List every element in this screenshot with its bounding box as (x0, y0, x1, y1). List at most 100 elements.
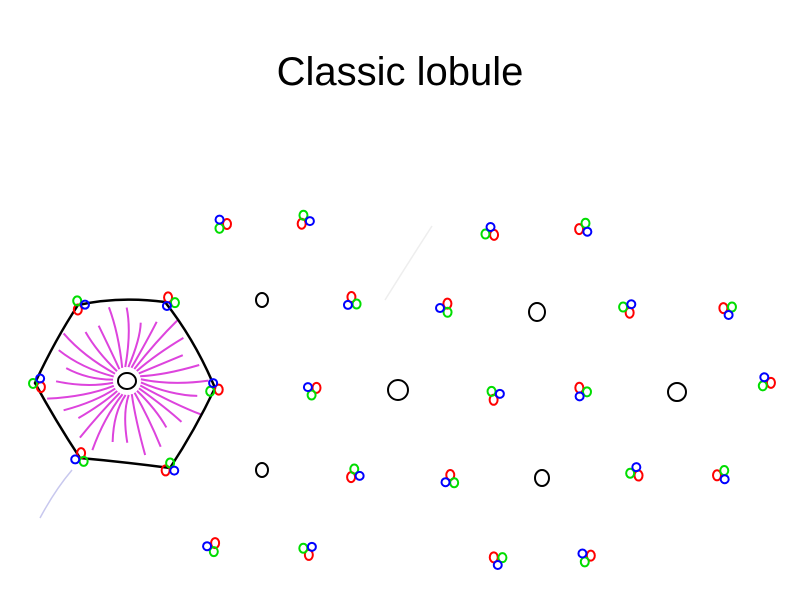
portal-triad (757, 372, 776, 392)
bile-duct (208, 546, 219, 558)
portal-vein (304, 216, 315, 227)
sinusoid-line (58, 349, 114, 378)
artery (712, 469, 723, 482)
bile-duct (349, 463, 360, 475)
bile-duct (580, 217, 591, 229)
portal-vein (723, 309, 734, 320)
bile-duct (618, 301, 629, 313)
bile-duct (298, 209, 309, 221)
sinusoid-line (139, 384, 202, 416)
sinusoid-line (97, 325, 121, 370)
sinusoid-line (65, 367, 114, 381)
portal-triad (296, 209, 315, 230)
bile-duct (497, 552, 508, 564)
portal-vein (208, 378, 219, 389)
slide-title: Classic lobule (276, 50, 524, 94)
sinusoid-line (138, 354, 184, 375)
portal-triad (480, 222, 500, 241)
portal-triad (160, 457, 180, 477)
portal-vein (354, 470, 365, 481)
bile-duct (28, 377, 39, 389)
portal-triad (302, 381, 322, 401)
central-vein (255, 292, 269, 308)
portal-triad (435, 297, 453, 318)
portal-triad (486, 385, 505, 406)
portal-vein (214, 214, 225, 225)
sinusoid-line (133, 319, 179, 370)
sinusoid-line (62, 332, 116, 375)
portal-vein (719, 474, 730, 485)
portal-triad (440, 469, 460, 489)
portal-triad (72, 295, 90, 316)
portal-vein (306, 541, 317, 552)
portal-triad (574, 381, 592, 402)
sinusoid-line (124, 307, 130, 368)
portal-triad (488, 551, 508, 570)
bile-duct (581, 386, 592, 398)
sinusoid-line (91, 393, 124, 451)
bile-duct (480, 228, 491, 240)
faint-guide-line (39, 469, 73, 519)
portal-vein (582, 226, 593, 237)
classic-lobule-outline (33, 298, 217, 470)
bile-duct (72, 295, 83, 307)
sinusoid-line (136, 390, 168, 428)
portal-vein (485, 222, 496, 233)
sinusoid-line (124, 394, 130, 443)
portal-triad (161, 291, 180, 311)
sinusoid-line (127, 322, 142, 368)
bile-duct (757, 380, 768, 392)
portal-triad (718, 301, 737, 320)
bile-duct (298, 542, 309, 554)
central-vein (528, 302, 546, 322)
portal-vein (302, 382, 313, 393)
portal-vein (440, 477, 451, 488)
portal-vein (759, 372, 770, 383)
bile-duct (442, 306, 453, 318)
sinusoids (47, 306, 209, 456)
sinusoid-line (79, 392, 121, 439)
portal-triad (346, 463, 365, 484)
sinusoid-line (84, 331, 118, 372)
portal-triad (214, 214, 232, 234)
sinusoid-line (140, 378, 209, 384)
central-vein (255, 462, 269, 478)
sinusoid-line (140, 364, 200, 378)
central-vein (534, 469, 550, 487)
portal-vein (626, 299, 637, 310)
portal-triad (577, 548, 596, 568)
sinusoid-line (107, 306, 124, 368)
bile-duct (169, 297, 180, 309)
sinusoid-line (138, 387, 183, 423)
portal-triad (28, 373, 46, 394)
central-vein (117, 372, 137, 390)
portal-triad (298, 541, 317, 561)
central-vein (387, 379, 409, 401)
portal-triad (70, 447, 89, 467)
portal-triad (574, 217, 593, 237)
portal-vein (492, 559, 503, 570)
portal-vein (435, 303, 446, 314)
portal-vein (79, 299, 90, 310)
artery (222, 218, 232, 230)
bile-duct (719, 465, 730, 477)
central-vein (667, 382, 687, 402)
portal-triad (712, 465, 730, 485)
portal-vein (574, 391, 585, 402)
faint-guide-line (384, 225, 433, 301)
portal-vein (169, 465, 180, 476)
portal-vein (494, 388, 505, 399)
central-veins (117, 292, 687, 487)
bile-duct (449, 477, 460, 489)
portal-vein (342, 299, 353, 310)
sinusoid-line (55, 380, 114, 386)
portal-triads (28, 209, 776, 570)
bile-duct (351, 298, 362, 310)
portal-triad (618, 299, 637, 319)
sinusoid-line (47, 384, 115, 400)
sinusoid-line (140, 381, 198, 397)
bile-duct (214, 222, 225, 234)
portal-vein (35, 373, 46, 384)
sinusoid-line (130, 394, 147, 456)
